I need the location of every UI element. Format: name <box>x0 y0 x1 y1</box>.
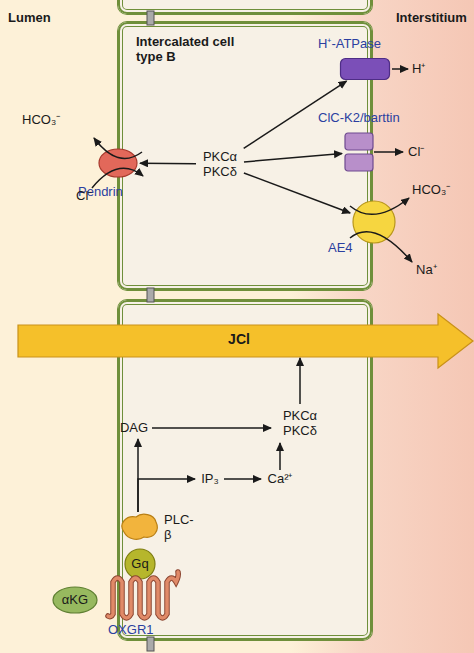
component-name: OXGR1 <box>108 622 154 637</box>
exchanger-circle: AE4 <box>352 200 396 244</box>
node-text: Intercalated cell type B <box>136 34 236 64</box>
node-text: PKCα PKCδ <box>198 149 242 179</box>
signal-arrow <box>137 439 139 512</box>
channel-subunit <box>345 154 373 171</box>
exchanger-circle <box>353 201 395 243</box>
cell-outline: Intercalated cell type BPendrinPKCα PKCδ… <box>118 22 372 290</box>
ion-label: Cl⁻ <box>408 144 424 159</box>
kinase-text-box: PKCα PKCδ <box>272 404 328 442</box>
tight-junction <box>147 288 154 302</box>
signal-arrow <box>138 479 195 512</box>
messenger-text-box: IP₃ <box>196 470 224 488</box>
ligand-oval <box>53 587 97 613</box>
node-text: Ca²⁺ <box>262 471 298 486</box>
messenger-text-box: DAG <box>116 418 152 438</box>
component-name: H⁺-ATPase <box>318 36 381 51</box>
channel-symbol-shape <box>344 132 374 172</box>
signal-arrow <box>244 81 347 148</box>
signal-arrow <box>279 443 281 470</box>
signal-arrow <box>299 358 301 404</box>
receptor-symbol-shape <box>108 576 172 620</box>
signal-arrow <box>152 427 271 429</box>
node-text: Gq <box>124 556 156 571</box>
node-text: JCl <box>214 332 264 347</box>
flux-arrow-shape <box>18 314 473 368</box>
signal-arrow <box>244 153 342 161</box>
exchanger-circle-shape <box>352 200 396 244</box>
transport-arrow <box>92 168 143 188</box>
ion-label: Cl⁻ <box>76 188 92 203</box>
helix-fill <box>108 572 178 618</box>
enzyme-blob: PLC-β <box>118 512 158 540</box>
transporter-oval: Pendrin <box>98 148 138 178</box>
ligand-oval: αKG <box>52 586 98 614</box>
component-name: AE4 <box>328 240 353 255</box>
transport-arrow <box>350 232 412 262</box>
g-protein-circle: Gq <box>124 548 156 580</box>
region-label: Lumen <box>8 10 51 25</box>
signal-arrow <box>140 162 196 164</box>
transport-arrow <box>374 151 403 153</box>
node-text: IP₃ <box>196 471 224 486</box>
flux-arrow: JCl <box>18 314 474 368</box>
channel-subunit <box>345 133 373 150</box>
component-name: ClC-K2/barttin <box>318 110 400 125</box>
pump-box: H⁺-ATPase <box>340 58 390 80</box>
tight-junction <box>147 11 154 25</box>
receptor-symbol: OXGR1 <box>108 576 172 620</box>
transporter-oval-shape <box>98 148 138 178</box>
kinase-text-box: PKCα PKCδ <box>198 146 242 182</box>
node-text: DAG <box>116 420 152 435</box>
ion-label: H⁺ <box>412 61 425 76</box>
enzyme-blob-shape <box>122 514 157 539</box>
node-text: PLC-β <box>164 512 194 542</box>
ion-label: HCO₃⁻ <box>22 112 60 127</box>
node-text: PKCα PKCδ <box>272 408 328 438</box>
pump-box <box>341 59 390 80</box>
node-text: αKG <box>52 592 98 607</box>
transport-arrow <box>392 68 408 70</box>
ion-label: Na⁺ <box>416 262 437 277</box>
g-protein-circle <box>125 549 155 579</box>
tight-junction <box>147 637 154 651</box>
cell-membrane <box>118 0 372 14</box>
signal-arrow <box>244 173 350 213</box>
messenger-text-box: Ca²⁺ <box>262 470 298 488</box>
transport-arrow <box>350 198 409 214</box>
ion-label: HCO₃⁻ <box>412 182 450 197</box>
channel-symbol: ClC-K2/barttin <box>344 132 374 172</box>
helix-outline <box>108 572 178 618</box>
transporter-oval <box>99 149 137 177</box>
transport-arrow <box>94 138 142 158</box>
enzyme-blob-shape <box>118 512 158 540</box>
region-label: Interstitium <box>396 10 467 25</box>
pump-box-shape <box>340 58 390 80</box>
signal-arrow <box>224 478 261 480</box>
